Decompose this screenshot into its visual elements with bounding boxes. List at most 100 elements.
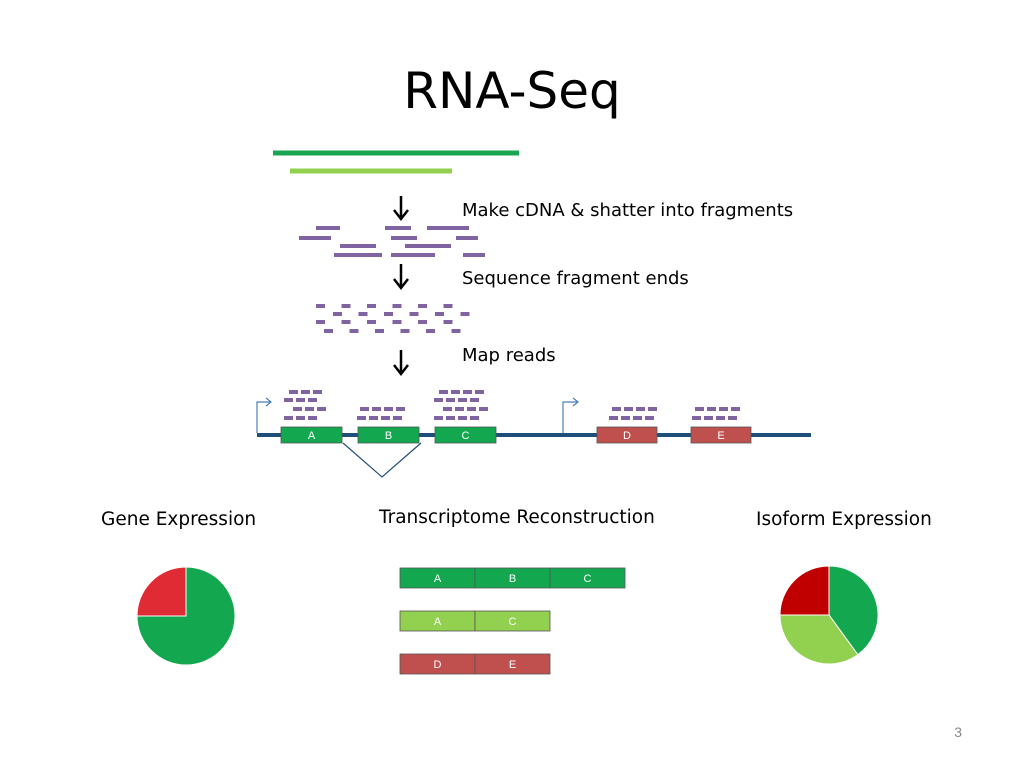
mapped-read <box>289 390 298 394</box>
mapped-read <box>301 390 310 394</box>
cdna-fragment <box>334 253 382 257</box>
sequence-read <box>316 304 325 308</box>
sequence-read <box>418 304 427 308</box>
sequence-read <box>451 329 461 333</box>
mapped-read <box>308 398 317 402</box>
mapped-read <box>636 407 645 411</box>
sequence-read <box>418 320 427 324</box>
sequenced-reads <box>316 304 470 333</box>
transcript-segment-label: C <box>584 573 592 585</box>
transcriptome-reconstruction-title: Transcriptome Reconstruction <box>379 507 655 528</box>
mapped-read <box>434 416 443 420</box>
cdna-fragment <box>427 226 469 230</box>
transcript-segment-label: A <box>434 573 442 585</box>
mapped-read <box>463 390 472 394</box>
gene-expression-title: Gene Expression <box>101 509 257 530</box>
mapped-read <box>284 398 293 402</box>
cdna-fragment <box>391 253 435 257</box>
isoform-expression-title: Isoform Expression <box>756 509 932 530</box>
sequence-read <box>384 312 393 316</box>
transcript-segment-label: B <box>509 573 516 585</box>
mapped-read <box>284 416 293 420</box>
mapped-read <box>624 407 633 411</box>
cdna-fragment <box>456 236 478 240</box>
mapped-read <box>296 416 305 420</box>
mapped-read <box>396 407 405 411</box>
sequence-read <box>435 312 444 316</box>
mapped-read <box>384 407 393 411</box>
exon-label: B <box>385 430 392 442</box>
gene-expression-pie <box>136 566 236 666</box>
mapped-reads <box>284 390 740 420</box>
sequence-read <box>460 312 470 316</box>
isoform-expression-pie <box>779 565 879 665</box>
exon-a <box>280 426 343 444</box>
sequence-read <box>375 329 384 333</box>
mapped-read <box>451 390 460 394</box>
exon-label: A <box>308 430 316 442</box>
cdna-fragment <box>316 226 340 230</box>
mapped-read <box>296 398 305 402</box>
sequence-read <box>426 329 435 333</box>
transcription-start-arrow-icon <box>562 397 579 433</box>
pie-slice <box>779 614 859 665</box>
page-number: 3 <box>954 724 962 740</box>
exon-label: D <box>623 430 631 442</box>
down-arrow-icon <box>393 350 409 377</box>
mapped-read <box>719 407 728 411</box>
exon-c <box>434 426 497 444</box>
sequence-read <box>400 329 410 333</box>
mapped-read <box>393 416 402 420</box>
sequence-read <box>409 312 419 316</box>
mapped-read <box>293 407 302 411</box>
mapped-read <box>313 390 322 394</box>
sequence-read <box>324 329 333 333</box>
transcript-segment-label: C <box>509 616 517 628</box>
transcript-segment <box>474 653 551 675</box>
mapped-read <box>470 398 479 402</box>
down-arrow-icon <box>393 196 409 222</box>
exon-b <box>357 426 420 444</box>
sequence-read <box>333 312 342 316</box>
mapped-read <box>458 398 467 402</box>
mapped-read <box>305 407 314 411</box>
sequence-read <box>392 320 402 324</box>
mapped-read <box>369 416 378 420</box>
mapped-read <box>470 416 479 420</box>
cdna-fragment <box>391 236 417 240</box>
mapped-read <box>317 407 326 411</box>
mapped-read <box>645 416 654 420</box>
mapped-read <box>381 416 390 420</box>
cdna-fragment <box>385 226 411 230</box>
sequence-read <box>341 304 351 308</box>
mapped-read <box>612 407 621 411</box>
transcript-segment-label: A <box>434 616 442 628</box>
mapped-read <box>443 407 452 411</box>
mapped-read <box>648 407 657 411</box>
mapped-read <box>479 407 488 411</box>
pie-slice <box>828 565 879 656</box>
mapped-read <box>446 398 455 402</box>
mapped-read <box>609 416 618 420</box>
mapped-read <box>308 416 317 420</box>
transcript-segment <box>474 610 551 632</box>
pie-slice <box>136 566 187 617</box>
mapped-read <box>633 416 642 420</box>
mapped-read <box>467 407 476 411</box>
sequence-read <box>316 320 325 324</box>
sequence-read <box>341 320 351 324</box>
mapped-read <box>455 407 464 411</box>
transcript-segment-label: E <box>509 659 516 671</box>
sequence-read <box>367 320 376 324</box>
mapped-read <box>360 407 369 411</box>
cdna-fragments <box>299 226 485 257</box>
mapped-read <box>446 416 455 420</box>
transcription-start-arrow-icon <box>256 397 272 433</box>
mapped-read <box>731 407 740 411</box>
pie-slice <box>779 565 830 616</box>
mapped-read <box>707 407 716 411</box>
step-cdna-label: Make cDNA & shatter into fragments <box>462 200 794 221</box>
